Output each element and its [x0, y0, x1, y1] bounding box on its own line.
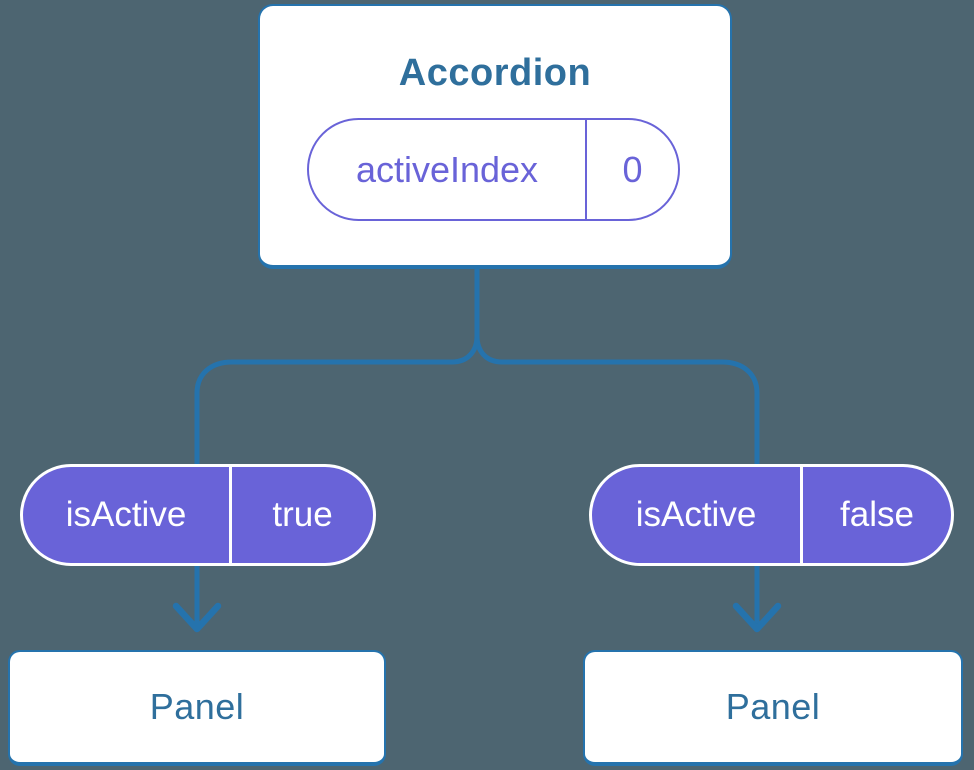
- state-value: 0: [622, 148, 643, 190]
- panel-node-title: Panel: [149, 686, 245, 727]
- prop-name: isActive: [23, 467, 232, 563]
- prop-pill-isactive-true: isActive true: [20, 464, 376, 566]
- prop-name: isActive: [592, 467, 803, 563]
- tree-branch-lines: [194, 266, 760, 627]
- state-name: activeIndex: [309, 120, 587, 219]
- accordion-node-title: Accordion: [398, 52, 592, 94]
- panel-node-right: Panel: [583, 650, 963, 766]
- panel-node-title: Panel: [725, 686, 821, 727]
- prop-value: false: [840, 495, 914, 534]
- accordion-node: Accordion activeIndex 0: [258, 4, 732, 269]
- prop-value: true: [272, 495, 333, 534]
- left-down-arrow-icon: [172, 602, 222, 633]
- right-down-arrow-icon: [732, 602, 782, 633]
- state-pill-activeindex: activeIndex 0: [307, 118, 680, 221]
- panel-node-left: Panel: [8, 650, 386, 766]
- prop-pill-isactive-false: isActive false: [589, 464, 954, 566]
